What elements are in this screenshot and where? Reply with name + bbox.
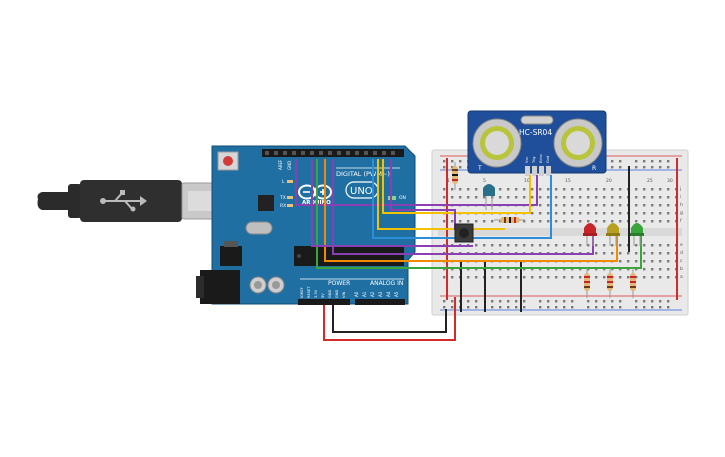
svg-text:a: a [680, 275, 683, 280]
microcontroller-chip [294, 246, 404, 266]
svg-text:e: e [680, 243, 683, 248]
svg-text:20: 20 [606, 178, 612, 184]
svg-text:10: 10 [524, 178, 530, 184]
wire-purple-4 [311, 159, 473, 247]
svg-text:Echo: Echo [539, 154, 543, 163]
resistor[interactable] [452, 162, 458, 190]
sensor-name: HC-SR04 [519, 128, 552, 137]
tx-led [287, 196, 293, 199]
resistor[interactable] [584, 268, 590, 298]
usb-cable[interactable] [37, 180, 229, 222]
voltage-regulator [220, 246, 242, 266]
analog-label: ANALOG IN [370, 280, 403, 287]
on-label: ON [399, 195, 406, 201]
svg-text:15: 15 [565, 178, 571, 184]
sensor-r-label: R [592, 165, 596, 172]
aref-label: AREF [278, 159, 283, 170]
power-label: POWER [328, 280, 350, 287]
breadboard[interactable]: 1 5 10 15 20 25 30 j i h g f e d c b a [431, 149, 689, 316]
hc-sr04-sensor[interactable]: HC-SR04 T R Vcc Trig Echo Gnd [467, 110, 607, 176]
wire-red-power [323, 297, 456, 341]
digital-label: DIGITAL (PWM~) [336, 170, 390, 178]
sensor-pins [525, 166, 551, 176]
gnd-label-2: GND [335, 290, 339, 298]
center-channel [438, 228, 682, 236]
led-green[interactable] [630, 223, 644, 246]
svg-text:30: 30 [667, 178, 673, 184]
uno-label: UNO [350, 186, 373, 197]
wire-black-gnd [332, 305, 447, 333]
v5-label: 5V [321, 293, 325, 298]
rx-led [287, 204, 293, 207]
led-red[interactable] [583, 223, 597, 246]
usb-chip [258, 195, 274, 211]
analog-pin-labels: A0 A1 A2 A3 A4 A5 [354, 291, 399, 297]
ioref-label: IOREF [300, 287, 304, 298]
resistor[interactable] [607, 268, 613, 298]
resistor[interactable] [494, 217, 525, 223]
svg-text:h: h [680, 202, 683, 208]
svg-text:A1: A1 [362, 291, 367, 297]
analog-header [355, 299, 405, 305]
gnd-label-1: GND [328, 290, 332, 298]
svg-text:g: g [680, 211, 683, 216]
svg-text:A5: A5 [394, 291, 399, 297]
row-letters: j i h g f e d c b a [679, 186, 683, 280]
column-numbers: 1 5 10 15 20 25 30 [447, 178, 673, 184]
sensor-t-label: T [477, 165, 482, 172]
svg-text:i: i [680, 194, 681, 200]
tx-label: TX [279, 195, 286, 201]
svg-text:c: c [680, 259, 683, 264]
svg-text:A0: A0 [354, 291, 359, 297]
power-header [298, 299, 350, 305]
svg-text:A2: A2 [370, 291, 375, 297]
wire-orange-1 [324, 159, 618, 262]
digital-header [262, 149, 404, 157]
usb-icon [100, 190, 147, 212]
sensor-pin-labels: Vcc Trig Echo Gnd [525, 154, 550, 164]
l-led [287, 180, 293, 183]
svg-text:A3: A3 [378, 291, 383, 297]
arduino-logo [298, 184, 332, 200]
svg-text:1: 1 [447, 178, 450, 184]
led-yellow[interactable] [606, 223, 620, 246]
svg-text:Trig: Trig [532, 157, 536, 164]
arduino-uno-board[interactable]: AREF GND DIGITAL (PWM~) L TX RX ARDUINO … [196, 145, 416, 305]
svg-text:5: 5 [483, 178, 486, 184]
svg-text:Vcc: Vcc [525, 157, 529, 163]
wire-green-1 [316, 159, 642, 269]
power-jack[interactable] [200, 270, 240, 304]
push-button[interactable] [454, 223, 474, 243]
crystal [245, 221, 273, 235]
gnd-top-label: GND [287, 161, 292, 170]
resistor[interactable] [630, 268, 636, 298]
crystal-oscillator [520, 115, 554, 125]
svg-text:b: b [680, 266, 683, 272]
svg-text:Gnd: Gnd [546, 156, 550, 163]
led-blue[interactable] [483, 184, 495, 210]
svg-text:25: 25 [647, 178, 653, 184]
wire-yellow-2 [382, 159, 531, 214]
v33-label: 3.3V [314, 289, 318, 298]
reset-pin-label: RESET [307, 286, 311, 298]
rx-label: RX [280, 203, 286, 209]
svg-text:d: d [680, 250, 683, 256]
wire-purple-2 [390, 159, 456, 230]
digital-pin-sockets [265, 151, 395, 155]
svg-text:A4: A4 [386, 291, 391, 297]
l-label: L [282, 179, 285, 185]
vin-label: VIN [342, 291, 346, 298]
wire-purple-1 [295, 159, 538, 206]
svg-text:f: f [680, 218, 682, 224]
svg-text:j: j [679, 186, 681, 192]
